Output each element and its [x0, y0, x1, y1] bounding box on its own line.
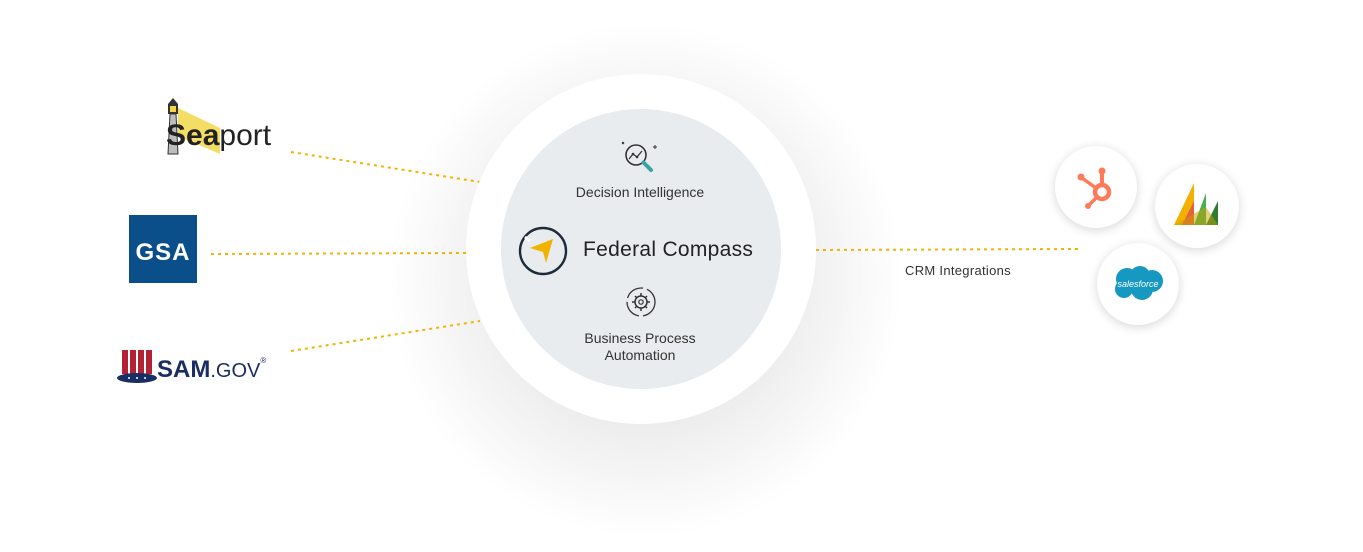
automation-label: Business Process Automation [560, 330, 720, 364]
compass-icon [518, 226, 568, 276]
dynamics-icon [1174, 183, 1218, 225]
uncle-sam-hat-icon [117, 350, 157, 383]
hubspot-bubble [1055, 146, 1137, 228]
crm-integrations-label: CRM Integrations [905, 263, 1011, 278]
seaport-connector [290, 151, 481, 183]
seaport-logo-rest: port [219, 119, 272, 152]
salesforce-bubble: salesforce [1097, 243, 1179, 325]
seaport-logo: Seaport [166, 119, 271, 153]
sam-gov-text: SAM.GOV® [157, 356, 266, 384]
automation-label-line2: Automation [604, 347, 676, 363]
salesforce-cloud-icon [1115, 266, 1163, 300]
gsa-connector [210, 252, 467, 255]
lighthouse-icon [167, 98, 220, 155]
crm-connector [815, 248, 1081, 251]
salesforce-text: salesforce [1117, 279, 1159, 289]
federal-compass-title: Federal Compass [583, 238, 754, 261]
sam-gov-logo: SAM.GOV® [117, 348, 287, 384]
gsa-logo-text: GSA [135, 239, 191, 266]
seaport-logo-bold: Sea [166, 119, 220, 152]
gsa-logo: GSA [129, 215, 197, 283]
decision-intelligence-label: Decision Intelligence [575, 184, 705, 200]
salesforce-icon: salesforce [1112, 265, 1164, 301]
sam-text-gov: .GOV [210, 360, 261, 382]
analytics-magnifier-icon [621, 141, 657, 172]
gear-cycle-icon [626, 287, 656, 317]
sam-connector [290, 320, 481, 352]
sam-text-bold: SAM [157, 356, 211, 383]
dynamics-bubble [1155, 164, 1239, 248]
hubspot-icon [1077, 167, 1112, 209]
sam-reg-mark: ® [260, 356, 267, 365]
automation-label-line1: Business Process [584, 330, 696, 346]
